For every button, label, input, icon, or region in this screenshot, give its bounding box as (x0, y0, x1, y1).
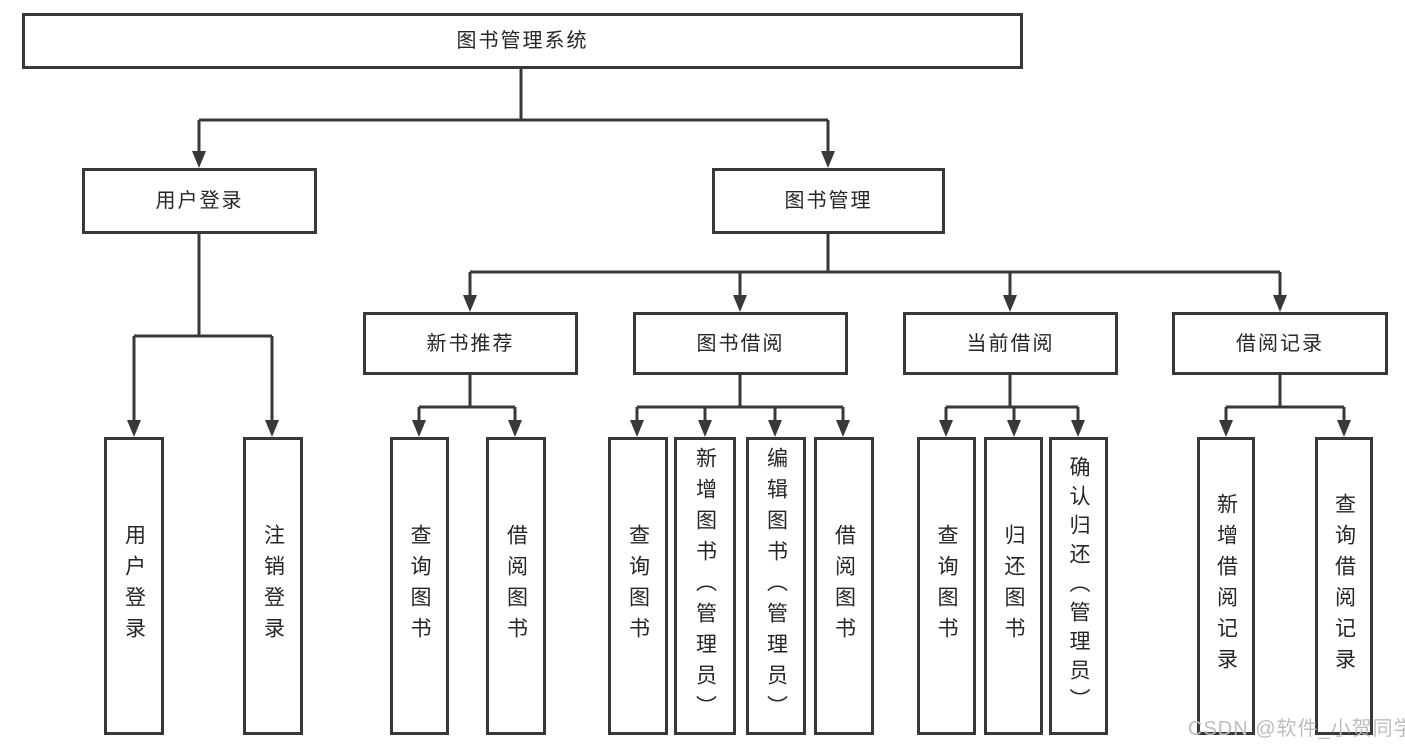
watermark: CSDN @软件_小贺同学 (1188, 718, 1405, 740)
leaf-query-books-borrowing: 查询图书 (608, 437, 668, 735)
leaf-add-book-admin: 新增图书（管理员） (674, 437, 736, 735)
leaf-add-borrow-record: 新增借阅记录 (1197, 437, 1255, 735)
node-label: 图书管理系统 (456, 30, 589, 52)
leaf-label: 新增借阅记录 (1214, 493, 1238, 679)
leaf-user-login: 用户登录 (104, 437, 164, 735)
leaf-confirm-return-admin: 确认归还（管理员） (1049, 437, 1108, 735)
node-label: 图书借阅 (696, 332, 785, 355)
leaf-query-borrow-record: 查询借阅记录 (1315, 437, 1373, 735)
leaf-query-books-recommend: 查询图书 (390, 437, 449, 735)
node-book-borrowing: 图书借阅 (633, 312, 848, 375)
node-library-management-system: 图书管理系统 (22, 13, 1023, 69)
node-user-login: 用户登录 (82, 168, 317, 234)
leaf-query-books-current: 查询图书 (917, 437, 976, 735)
leaf-label: 确认归还（管理员） (1067, 455, 1090, 717)
node-label: 用户登录 (155, 190, 244, 212)
node-new-book-recommend: 新书推荐 (363, 312, 578, 375)
node-current-borrowing: 当前借阅 (903, 312, 1118, 375)
node-label: 图书管理 (784, 190, 873, 212)
leaf-borrow-books-borrowing: 借阅图书 (814, 437, 874, 735)
leaf-logout: 注销登录 (243, 437, 303, 735)
leaf-label: 编辑图书（管理员） (764, 446, 788, 726)
leaf-return-books: 归还图书 (984, 437, 1043, 735)
leaf-label: 归还图书 (1002, 524, 1025, 648)
leaf-borrow-books-recommend: 借阅图书 (486, 437, 546, 735)
leaf-edit-book-admin: 编辑图书（管理员） (746, 437, 806, 735)
node-label: 新书推荐 (426, 332, 515, 355)
leaf-label: 新增图书（管理员） (693, 446, 717, 726)
leaf-label: 查询图书 (626, 524, 650, 648)
leaf-label: 借阅图书 (504, 524, 528, 648)
leaf-label: 用户登录 (122, 524, 146, 648)
leaf-label: 注销登录 (261, 524, 285, 648)
leaf-label: 查询图书 (935, 524, 958, 648)
leaf-label: 借阅图书 (832, 524, 856, 648)
node-label: 当前借阅 (966, 332, 1055, 355)
node-label: 借阅记录 (1236, 332, 1324, 355)
node-book-management: 图书管理 (712, 168, 945, 234)
node-borrowing-records: 借阅记录 (1172, 312, 1388, 375)
leaf-label: 查询图书 (408, 524, 431, 648)
leaf-label: 查询借阅记录 (1332, 493, 1356, 679)
